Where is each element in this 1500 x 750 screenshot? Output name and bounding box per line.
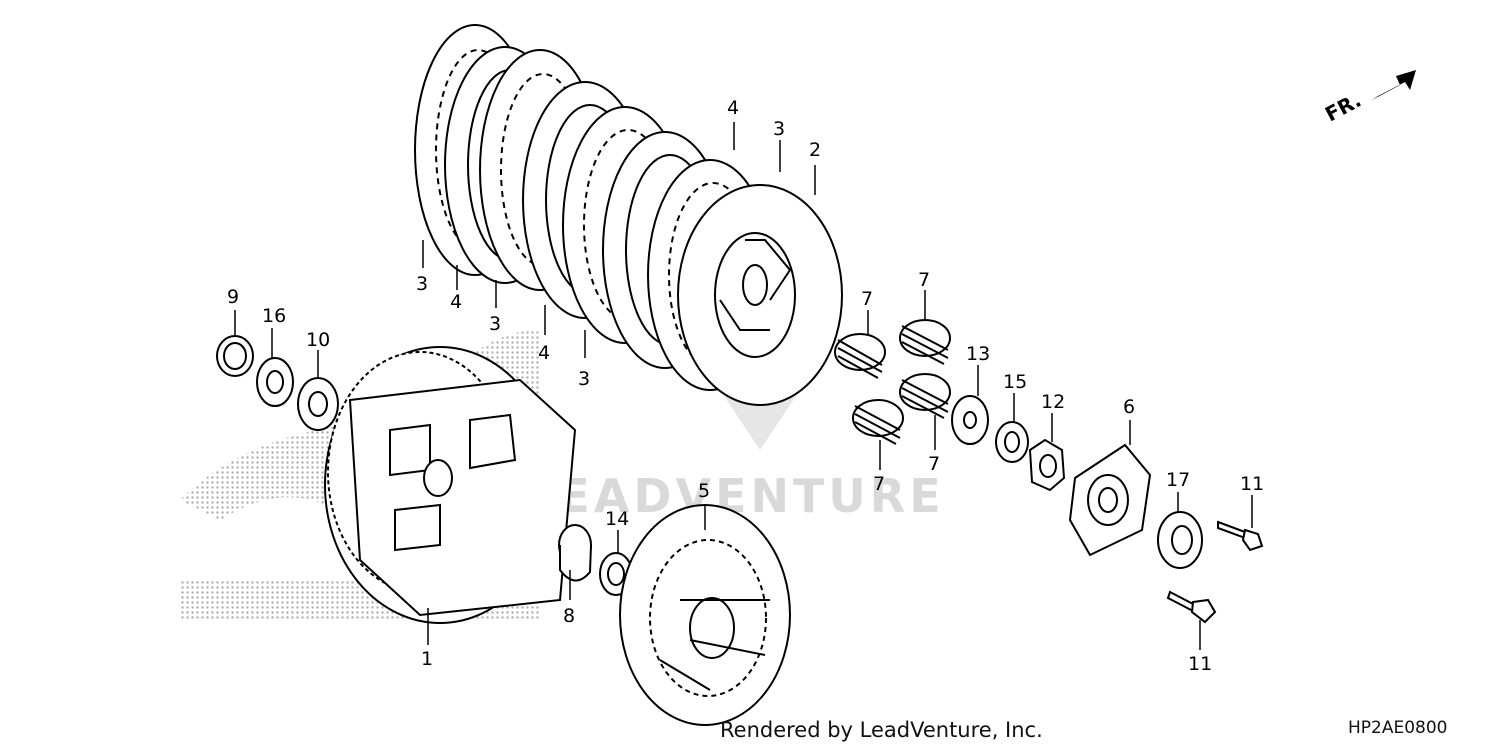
front-direction-indicator: FR. [1321,70,1416,126]
lifter-plate-6 [1068,443,1152,557]
washer-13 [951,395,989,445]
callout-11: 11 [1240,473,1264,495]
spring-b [899,319,951,365]
callout-4: 4 [727,97,739,119]
callout-7: 7 [861,288,873,310]
clutch-plate-stack [414,24,843,406]
front-marker-label: FR. [1321,88,1365,127]
callout-17: 17 [1166,469,1190,491]
front-arrow-icon [1372,70,1416,100]
collar-8 [558,524,592,582]
callout-10: 10 [306,329,330,351]
callout-11: 11 [1188,653,1212,675]
thrust-washer-16 [256,357,294,407]
callout-1: 1 [421,648,433,670]
callout-9: 9 [227,286,239,308]
callout-14: 14 [605,508,629,530]
callout-13: 13 [966,343,990,365]
callout-15: 15 [1003,371,1027,393]
callout-5: 5 [698,480,710,502]
callout-7: 7 [873,473,885,495]
callout-8: 8 [563,605,575,627]
clutch-outer-1 [324,346,577,624]
lock-washer-10 [297,377,339,431]
spring-c [899,373,951,419]
callout-3: 3 [416,273,428,295]
callout-4: 4 [538,342,550,364]
callout-4: 4 [450,291,462,313]
clutch-center-5 [619,504,791,726]
bolt-11-b [1166,590,1217,624]
callout-16: 16 [262,305,286,327]
callout-2: 2 [809,139,821,161]
callout-3: 3 [773,118,785,140]
callout-6: 6 [1123,396,1135,418]
callout-7: 7 [918,269,930,291]
spring-d [852,399,904,445]
bearing-9 [216,335,254,377]
callout-labels: 1 2 3 3 3 3 4 4 4 5 6 7 7 7 7 8 9 10 11 … [227,97,1264,675]
callout-3: 3 [578,368,590,390]
diagram-code: HP2AE0800 [1348,718,1448,738]
spring-a [834,333,886,379]
lock-nut-12 [1028,438,1066,492]
callout-3: 3 [489,313,501,335]
leader-lines [234,122,1253,650]
callout-7: 7 [928,453,940,475]
footer-attribution: Rendered by LeadVenture, Inc. [720,718,1043,742]
callout-12: 12 [1041,391,1065,413]
clutch-springs-7 [834,319,951,445]
bearing-17 [1157,511,1203,569]
washer-15 [995,421,1029,463]
bolt-11-a [1217,520,1264,552]
pressure-plate-2 [677,184,843,406]
